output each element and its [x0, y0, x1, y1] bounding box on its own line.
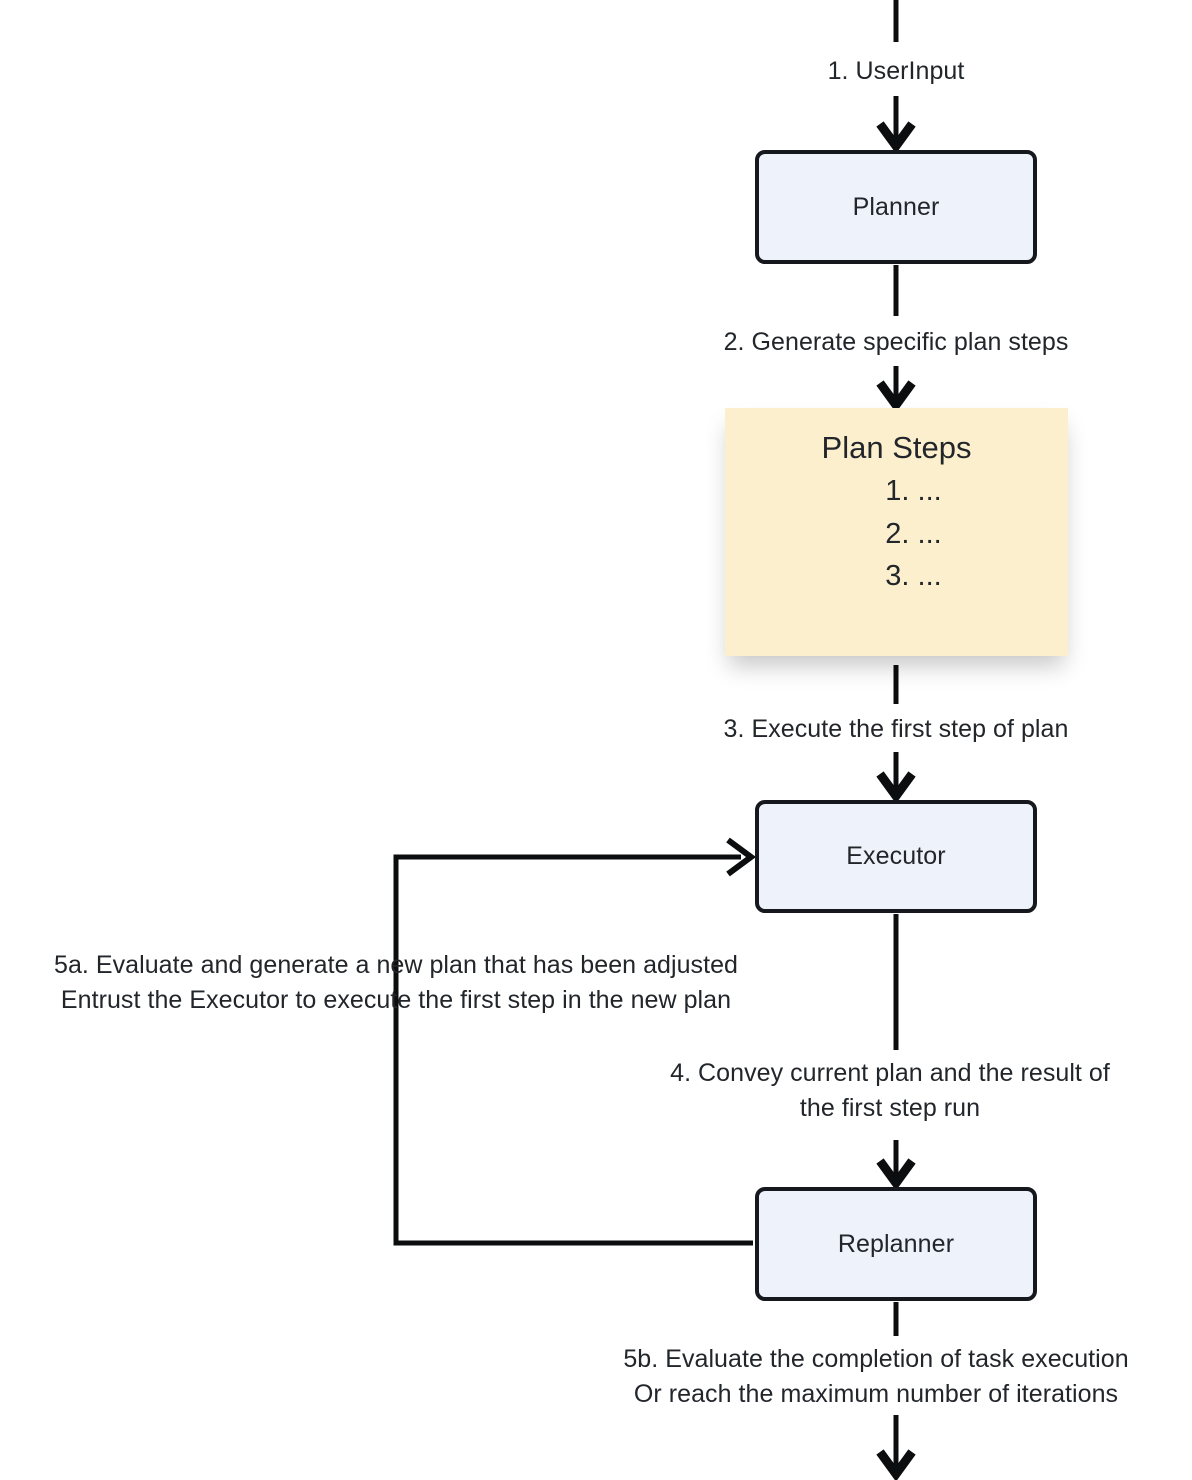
node-replanner-label: Replanner [837, 1229, 955, 1258]
edge-label-execute-first-step: 3. Execute the first step of plan [723, 715, 1069, 743]
node-executor[interactable]: Executor [755, 800, 1037, 913]
plan-steps-item: 2. ... [885, 517, 942, 550]
arrowhead-loop-into-executor [726, 837, 757, 877]
plan-steps-item: 1. ... [885, 474, 942, 507]
edge-label-user-input: 1. UserInput [827, 57, 965, 85]
edge-label-generate-plan: 2. Generate specific plan steps [723, 328, 1069, 356]
edge-label-replan-loop: 5a. Evaluate and generate a new plan tha… [53, 951, 739, 1014]
edge-label-finish: 5b. Evaluate the completion of task exec… [623, 1345, 1129, 1408]
arrowhead-into-executor [876, 771, 916, 804]
node-plan-steps[interactable]: Plan Steps 1. ... 2. ... 3. ... [725, 408, 1068, 656]
node-planner-label: Planner [852, 192, 940, 221]
arrowhead-into-planner [876, 121, 916, 154]
plan-steps-item: 3. ... [885, 560, 942, 593]
node-planner[interactable]: Planner [755, 150, 1037, 264]
edge-replan-loop [393, 854, 753, 1246]
node-executor-label: Executor [846, 842, 946, 870]
arrowhead-into-plansteps [876, 380, 916, 413]
node-replanner[interactable]: Replanner [755, 1187, 1037, 1301]
arrowhead-into-replanner [876, 1158, 916, 1191]
plan-steps-title: Plan Steps [821, 430, 972, 465]
edge-label-convey-result: 4. Convey current plan and the result of… [670, 1059, 1110, 1122]
arrowhead-finish [876, 1449, 916, 1480]
